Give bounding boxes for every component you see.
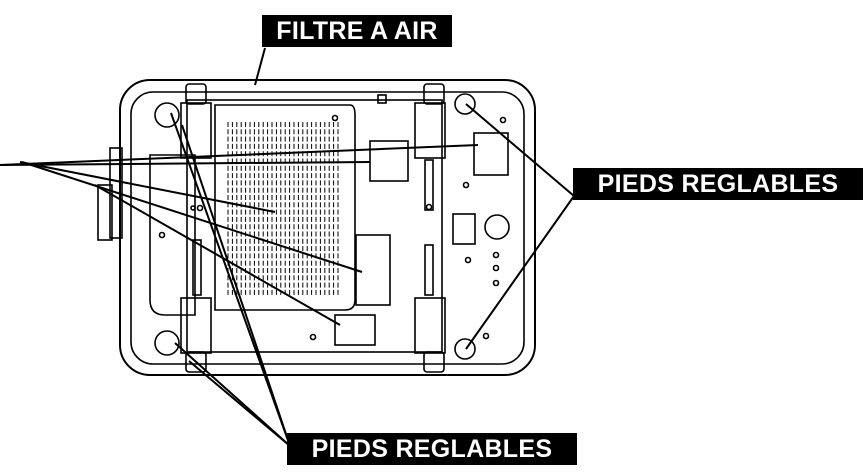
vent-grill: [227, 122, 339, 295]
pad-1: [369, 140, 409, 182]
leader-feet-bottom-1: [170, 112, 291, 447]
clip-bottom-left: [185, 351, 207, 373]
pad-3: [355, 234, 391, 306]
clip-top-left: [185, 83, 207, 105]
leader-feet-bottom-2: [181, 124, 291, 447]
adjustable-feet-label-bottom: PIEDS REGLABLES: [287, 433, 577, 465]
foot-top-left: [154, 102, 180, 128]
adjustable-feet-label-right: PIEDS REGLABLES: [573, 168, 863, 200]
foot-top-right: [454, 93, 476, 115]
pad-2: [473, 132, 509, 176]
slot-right-lower: [424, 244, 434, 296]
rail-right-bottom: [414, 297, 446, 354]
base-plate: [149, 154, 196, 316]
pad-4: [334, 314, 376, 346]
slot-right-upper: [424, 159, 434, 211]
clip-bottom-right: [423, 351, 445, 373]
foot-bottom-right: [454, 338, 476, 360]
center-panel: [186, 99, 443, 353]
foot-bottom-left: [154, 330, 180, 356]
rail-right-top: [414, 102, 446, 159]
connector-port: [452, 213, 476, 245]
clip-top-right: [423, 83, 445, 105]
projector-body-outline: [119, 79, 536, 376]
rail-left-top: [180, 102, 212, 159]
leader-feet-bottom-4: [188, 360, 291, 447]
lens-ring: [97, 184, 113, 241]
slot-left-lower: [192, 239, 202, 296]
leader-air-filter: [254, 47, 266, 86]
air-filter-frame: [214, 104, 356, 311]
leader-feet-right-bottom: [465, 195, 575, 350]
projector-body-inner-outline: [130, 91, 525, 365]
leader-feet-right-top: [465, 103, 575, 197]
round-port: [484, 214, 510, 240]
rail-left-bottom: [180, 297, 212, 354]
air-filter-label: FILTRE A AIR: [262, 15, 452, 47]
